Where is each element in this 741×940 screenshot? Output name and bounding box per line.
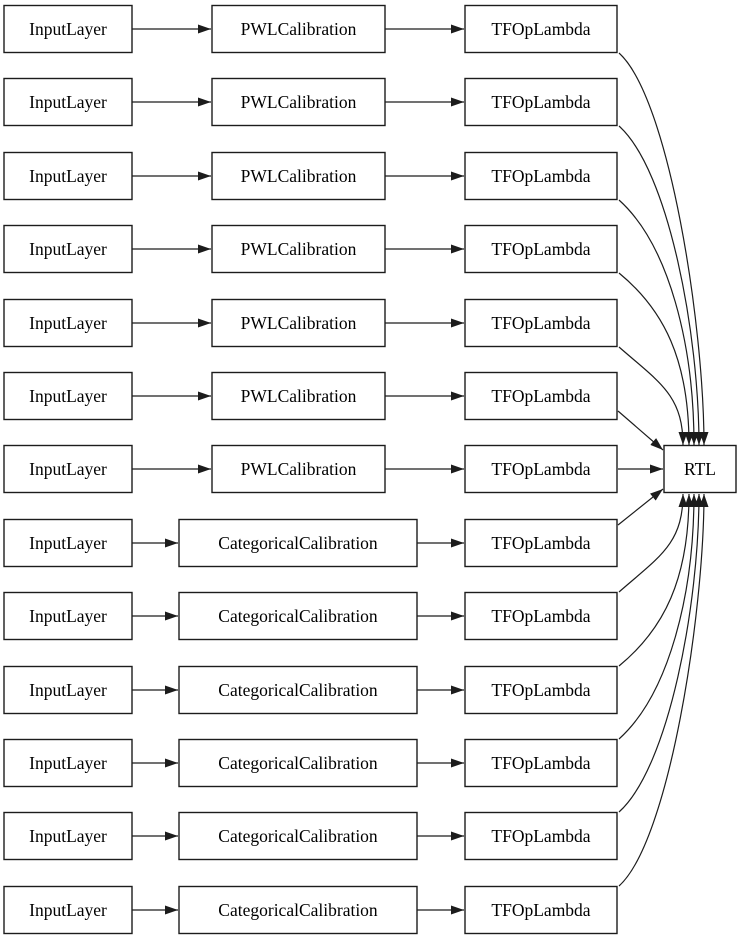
tfop-lambda-label: TFOpLambda [491, 900, 590, 920]
categorical-calibration-node [178, 518, 418, 568]
tfop-lambda-label: TFOpLambda [491, 166, 590, 186]
tfop-lambda-label: TFOpLambda [491, 533, 590, 553]
tfop-lambda-node [464, 885, 618, 935]
row-13: InputLayer CategoricalCalibration TFOpLa… [3, 493, 709, 935]
tfop-lambda-label: TFOpLambda [491, 313, 590, 333]
arrow-lambda-to-rtl [618, 493, 704, 813]
pwl-calibration-node [211, 4, 386, 54]
tfop-lambda-label: TFOpLambda [491, 239, 590, 259]
arrow-lambda-to-rtl [618, 199, 699, 446]
arrow-lambda-to-rtl [618, 493, 694, 667]
input-layer-label: InputLayer [29, 606, 107, 626]
input-layer-node [3, 224, 133, 274]
rtl-node [663, 444, 737, 494]
tfop-lambda-label: TFOpLambda [491, 92, 590, 112]
input-layer-label: InputLayer [29, 533, 107, 553]
pwl-calibration-node [211, 444, 386, 494]
arrow-lambda-to-rtl [618, 493, 699, 740]
input-layer-node [3, 518, 133, 568]
categorical-calibration-label: CategoricalCalibration [218, 900, 378, 920]
arrow-lambda-to-rtl [618, 52, 709, 446]
input-layer-node [3, 885, 133, 935]
tfop-lambda-node [464, 591, 618, 641]
pwl-calibration-label: PWLCalibration [241, 386, 357, 406]
arrow-lambda-to-rtl [618, 125, 704, 446]
pwl-calibration-node [211, 298, 386, 348]
tfop-lambda-label: TFOpLambda [491, 606, 590, 626]
input-layer-label: InputLayer [29, 459, 107, 479]
arrow-lambda-to-rtl [618, 493, 709, 887]
pwl-calibration-label: PWLCalibration [241, 459, 357, 479]
tfop-lambda-node [464, 811, 618, 861]
row-10: InputLayer CategoricalCalibration TFOpLa… [3, 493, 694, 715]
row-5: InputLayer PWLCalibration TFOpLambda [3, 298, 688, 446]
input-layer-label: InputLayer [29, 313, 107, 333]
arrow-lambda-to-rtl [617, 488, 664, 526]
row-6: InputLayer PWLCalibration TFOpLambda [3, 371, 664, 451]
input-layer-label: InputLayer [29, 239, 107, 259]
rtl-label: RTL [684, 459, 716, 479]
row-2: InputLayer PWLCalibration TFOpLambda [3, 77, 704, 446]
pwl-calibration-node [211, 151, 386, 201]
categorical-calibration-node [178, 665, 418, 715]
pwl-calibration-node [211, 77, 386, 127]
categorical-calibration-label: CategoricalCalibration [218, 753, 378, 773]
row-8: InputLayer CategoricalCalibration TFOpLa… [3, 488, 664, 568]
row-7: InputLayer PWLCalibration TFOpLambda [3, 444, 663, 494]
input-layer-label: InputLayer [29, 753, 107, 773]
row-1: InputLayer PWLCalibration TFOpLambda [3, 4, 709, 446]
input-layer-node [3, 811, 133, 861]
arrow-lambda-to-rtl [618, 346, 688, 446]
input-layer-label: InputLayer [29, 19, 107, 39]
rtl-group: RTL [663, 444, 737, 494]
row-11: InputLayer CategoricalCalibration TFOpLa… [3, 493, 699, 788]
pwl-calibration-label: PWLCalibration [241, 92, 357, 112]
tfop-lambda-node [464, 77, 618, 127]
categorical-calibration-label: CategoricalCalibration [218, 680, 378, 700]
tfop-lambda-node [464, 298, 618, 348]
row-4: InputLayer PWLCalibration TFOpLambda [3, 224, 694, 446]
arrow-lambda-to-rtl [618, 272, 694, 446]
input-layer-node [3, 151, 133, 201]
tfop-lambda-node [464, 224, 618, 274]
pwl-calibration-node [211, 224, 386, 274]
input-layer-label: InputLayer [29, 680, 107, 700]
tfop-lambda-label: TFOpLambda [491, 753, 590, 773]
tfop-lambda-node [464, 444, 618, 494]
input-layer-node [3, 4, 133, 54]
categorical-calibration-node [178, 885, 418, 935]
tfop-lambda-node [464, 518, 618, 568]
tfop-lambda-label: TFOpLambda [491, 386, 590, 406]
row-12: InputLayer CategoricalCalibration TFOpLa… [3, 493, 704, 861]
tfop-lambda-node [464, 665, 618, 715]
input-layer-label: InputLayer [29, 92, 107, 112]
tfop-lambda-node [464, 151, 618, 201]
arrow-lambda-to-rtl [617, 410, 664, 451]
input-layer-label: InputLayer [29, 166, 107, 186]
categorical-calibration-label: CategoricalCalibration [218, 826, 378, 846]
tfop-lambda-label: TFOpLambda [491, 680, 590, 700]
input-layer-label: InputLayer [29, 386, 107, 406]
pwl-calibration-label: PWLCalibration [241, 239, 357, 259]
pwl-calibration-node [211, 371, 386, 421]
row-3: InputLayer PWLCalibration TFOpLambda [3, 151, 699, 446]
pwl-calibration-label: PWLCalibration [241, 313, 357, 333]
row-9: InputLayer CategoricalCalibration TFOpLa… [3, 493, 688, 641]
input-layer-label: InputLayer [29, 826, 107, 846]
tfop-lambda-node [464, 738, 618, 788]
tfop-lambda-label: TFOpLambda [491, 19, 590, 39]
pwl-calibration-label: PWLCalibration [241, 19, 357, 39]
tfop-lambda-label: TFOpLambda [491, 459, 590, 479]
tfop-lambda-node [464, 371, 618, 421]
input-layer-label: InputLayer [29, 900, 107, 920]
pwl-calibration-label: PWLCalibration [241, 166, 357, 186]
categorical-calibration-label: CategoricalCalibration [218, 533, 378, 553]
arrow-lambda-to-rtl [618, 493, 688, 593]
input-layer-node [3, 738, 133, 788]
tfop-lambda-node [464, 4, 618, 54]
tfop-lambda-label: TFOpLambda [491, 826, 590, 846]
categorical-calibration-label: CategoricalCalibration [218, 606, 378, 626]
